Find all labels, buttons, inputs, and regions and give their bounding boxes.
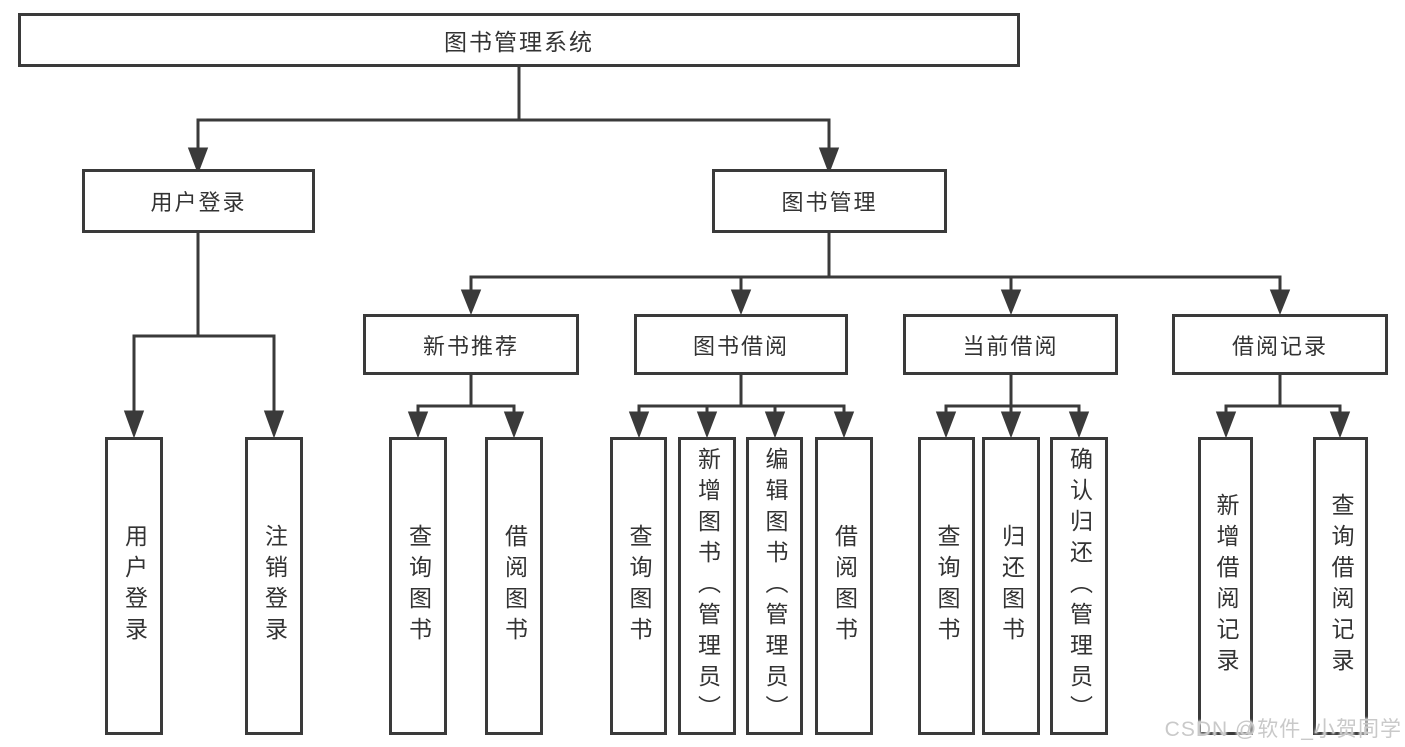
node-user-login: 用户登录 [82,169,315,233]
node-borrow-records: 借阅记录 [1172,314,1388,375]
node-book-management-label: 图书管理 [781,190,878,215]
leaf-records-add-record: 新增借阅记录 [1198,437,1253,735]
leaf-current-confirm-return-admin: 确认归还（管理员） [1050,437,1108,735]
leaf-recommend-query-books: 查询图书 [389,437,447,735]
node-book-borrow: 图书借阅 [634,314,848,375]
leaf-logout-label: 注销登录 [261,524,288,648]
node-root: 图书管理系统 [18,13,1020,67]
leaf-records-add-record-label: 新增借阅记录 [1213,493,1239,679]
leaf-logout: 注销登录 [245,437,303,735]
leaf-records-query-record: 查询借阅记录 [1313,437,1368,735]
node-book-management: 图书管理 [712,169,947,233]
leaf-borrow-borrow-books: 借阅图书 [815,437,873,735]
leaf-current-return-books-label: 归还图书 [998,524,1025,648]
leaf-current-return-books: 归还图书 [982,437,1040,735]
leaf-borrow-edit-books-admin-label: 编辑图书（管理员） [762,446,788,726]
leaf-current-query-books: 查询图书 [918,437,975,735]
node-book-borrow-label: 图书借阅 [692,333,789,359]
node-borrow-records-label: 借阅记录 [1231,333,1328,359]
leaf-borrow-query-books: 查询图书 [610,437,667,735]
node-new-book-recommend-label: 新书推荐 [422,333,519,359]
leaf-borrow-add-books-admin: 新增图书（管理员） [678,437,736,735]
leaf-borrow-query-books-label: 查询图书 [626,524,652,648]
leaf-recommend-borrow-books-label: 借阅图书 [501,524,528,648]
leaf-recommend-borrow-books: 借阅图书 [485,437,543,735]
node-current-borrow-label: 当前借阅 [962,333,1059,359]
node-new-book-recommend: 新书推荐 [363,314,579,375]
leaf-recommend-query-books-label: 查询图书 [405,524,432,648]
leaf-borrow-add-books-admin-label: 新增图书（管理员） [694,446,721,726]
leaf-current-confirm-return-admin-label: 确认归还（管理员） [1066,446,1093,726]
leaf-user-login-label: 用户登录 [121,524,148,648]
watermark-text: CSDN @软件_小贺同学 [1164,718,1402,741]
node-root-label: 图书管理系统 [444,29,594,55]
leaf-user-login: 用户登录 [105,437,163,735]
leaf-borrow-borrow-books-label: 借阅图书 [831,524,858,648]
leaf-records-query-record-label: 查询借阅记录 [1328,493,1354,679]
leaf-borrow-edit-books-admin: 编辑图书（管理员） [746,437,803,735]
node-user-login-label: 用户登录 [150,190,247,215]
node-current-borrow: 当前借阅 [903,314,1118,375]
leaf-current-query-books-label: 查询图书 [934,524,960,648]
